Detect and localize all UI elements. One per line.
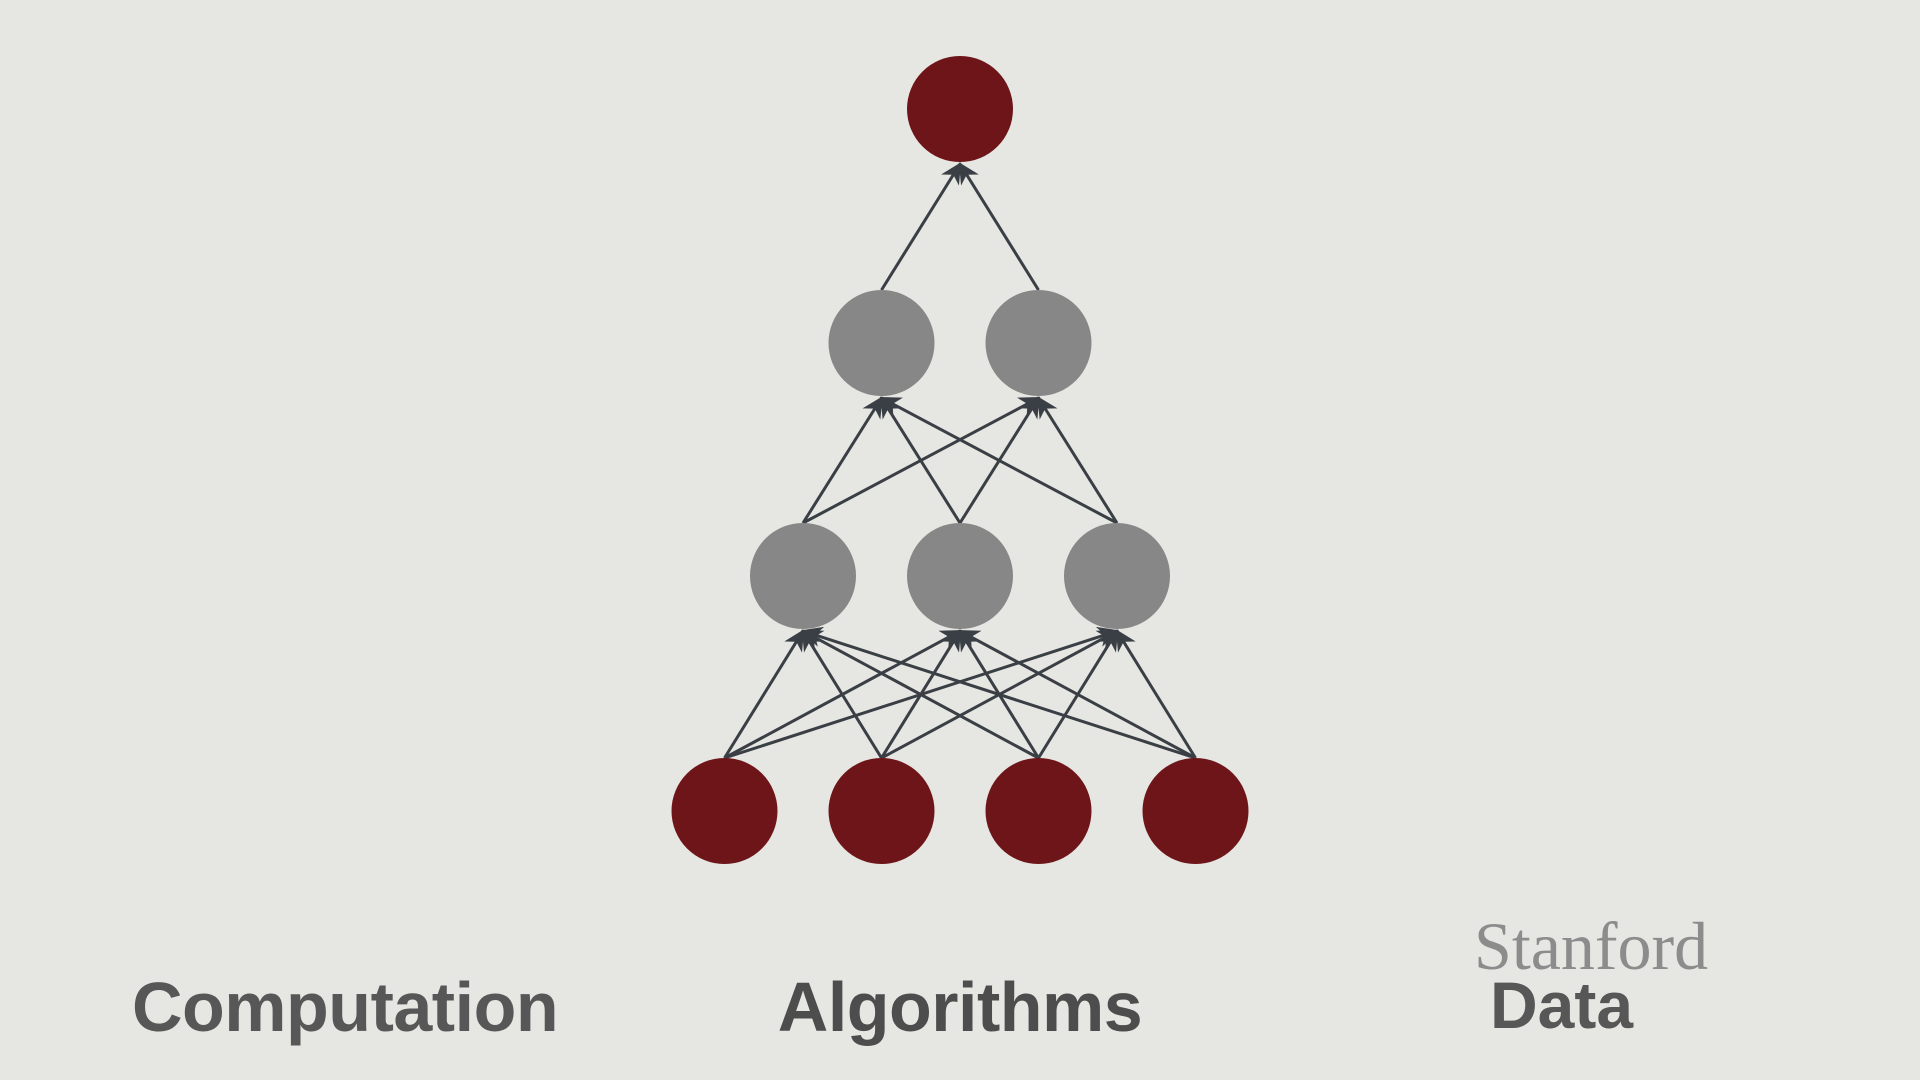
hidden-node-1 bbox=[828, 290, 935, 396]
edge-l1n1-to-l2n0 bbox=[880, 396, 962, 524]
edge-l1n0-to-l2n0 bbox=[801, 396, 883, 524]
algorithms-label: Algorithms bbox=[777, 968, 1143, 1046]
data-label: Data bbox=[1490, 968, 1634, 1042]
hidden-node-2 bbox=[985, 290, 1092, 396]
edge-l2n1-to-l3n0 bbox=[958, 162, 1040, 291]
hidden-node-1 bbox=[750, 523, 856, 629]
edge-l0n1-to-l1n0 bbox=[801, 629, 883, 759]
edge-l1n2-to-l2n0 bbox=[879, 396, 1118, 525]
stanford-logo-text: Stanford bbox=[1474, 908, 1709, 984]
input-node-4 bbox=[1142, 758, 1249, 864]
edge-l0n3-to-l1n1 bbox=[958, 629, 1197, 760]
hidden-node-3 bbox=[1064, 523, 1170, 629]
edge-l0n3-to-l1n2 bbox=[1115, 629, 1197, 759]
input-node-3 bbox=[985, 758, 1092, 864]
hidden-node-2 bbox=[907, 523, 1013, 629]
edge-l0n3-to-l1n0 bbox=[801, 626, 1196, 760]
edge-l0n0-to-l1n0 bbox=[723, 629, 805, 759]
input-node-1 bbox=[671, 758, 778, 864]
edge-l1n2-to-l2n1 bbox=[1037, 396, 1119, 524]
edge-l2n0-to-l3n0 bbox=[880, 162, 962, 291]
edge-l0n2-to-l1n0 bbox=[801, 629, 1040, 760]
computation-label: Computation bbox=[132, 968, 559, 1046]
input-node-2 bbox=[828, 758, 935, 864]
output-node-1 bbox=[907, 56, 1013, 162]
